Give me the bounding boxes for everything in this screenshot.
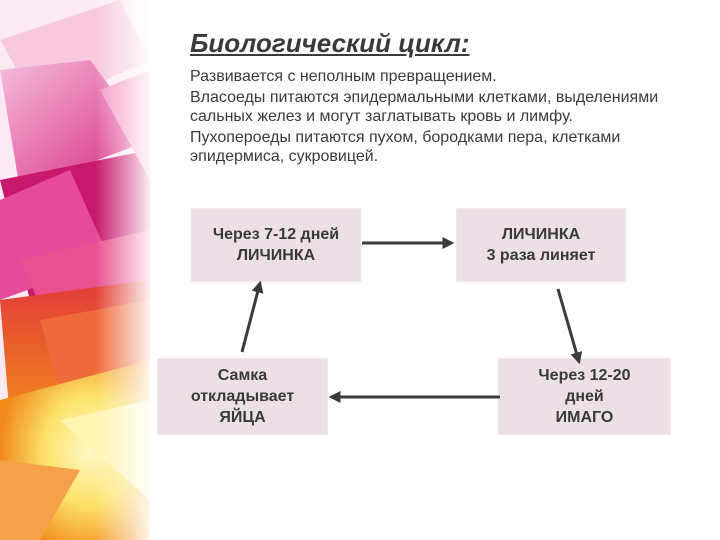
decorative-background [0,0,150,540]
cycle-box-eggs: Самка откладывает ЯЙЦА [157,358,328,435]
bullet-text: Власоеды питаются эпидермальными клеткам… [190,89,659,125]
bullet-item: Власоеды питаются эпидермальными клеткам… [162,88,702,126]
bullet-item: Развивается с неполным превращением. [162,67,702,86]
slide-title: Биологический цикл: [190,28,470,58]
text-block: Биологический цикл: Развивается с неполн… [162,28,702,166]
bullet-text: Развивается с неполным превращением. [190,68,497,85]
title-row: Биологический цикл: [162,28,702,59]
cycle-box-imago: Через 12-20 дней ИМАГО [498,358,671,435]
decorative-fade [95,0,150,540]
bullet-item: Пухопероеды питаются пухом, бородками пе… [162,128,702,166]
cycle-box-larva-molts: ЛИЧИНКА 3 раза линяет [456,208,626,282]
arrow-molts-to-imago [556,288,583,365]
bullet-text: Пухопероеды питаются пухом, бородками пе… [190,129,621,165]
arrow-eggs-to-larva [240,280,264,353]
cycle-box-larva-appears: Через 7-12 дней ЛИЧИНКА [191,208,361,282]
